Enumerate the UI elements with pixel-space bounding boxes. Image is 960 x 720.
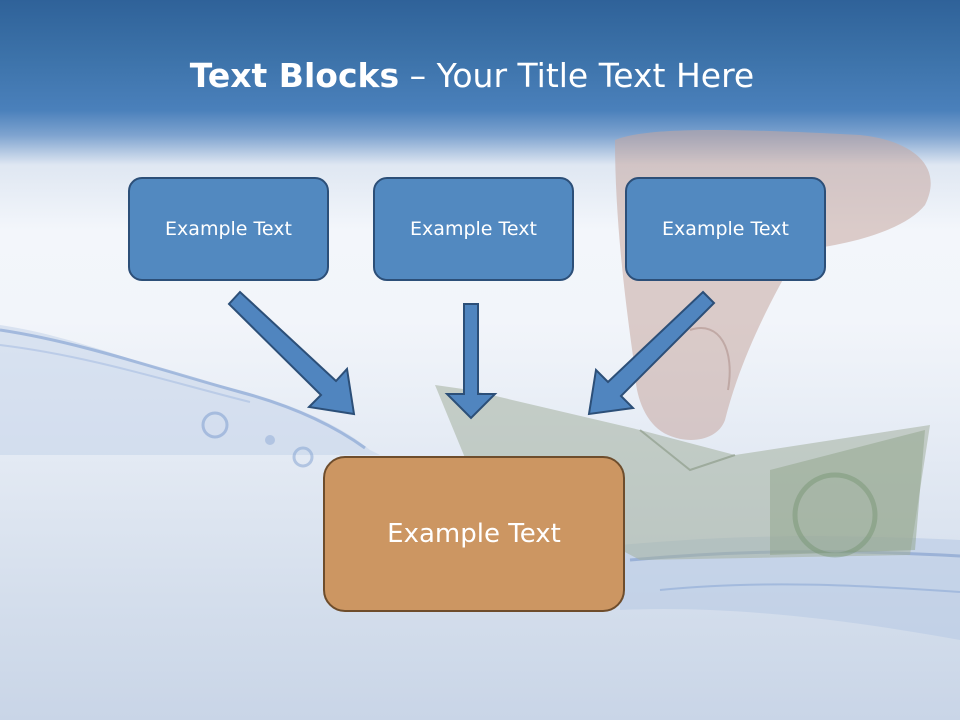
text-block-right-label: Example Text <box>662 218 789 240</box>
text-block-right[interactable]: Example Text <box>625 177 826 281</box>
text-block-bottom-label: Example Text <box>387 519 561 549</box>
text-block-center-label: Example Text <box>410 218 537 240</box>
title-bold-text: Text Blocks <box>189 56 400 95</box>
slide-title: Text Blocks – Your Title Text Here <box>0 54 944 98</box>
title-rest-text: Your Title Text Here <box>436 56 755 95</box>
title-dash: – <box>399 56 437 95</box>
text-block-left[interactable]: Example Text <box>128 177 329 281</box>
text-block-center[interactable]: Example Text <box>373 177 574 281</box>
down-arrow-icon <box>587 290 716 416</box>
text-block-left-label: Example Text <box>165 218 292 240</box>
down-arrow-icon <box>444 303 498 420</box>
text-block-bottom[interactable]: Example Text <box>323 456 625 612</box>
down-arrow-icon <box>227 290 356 416</box>
